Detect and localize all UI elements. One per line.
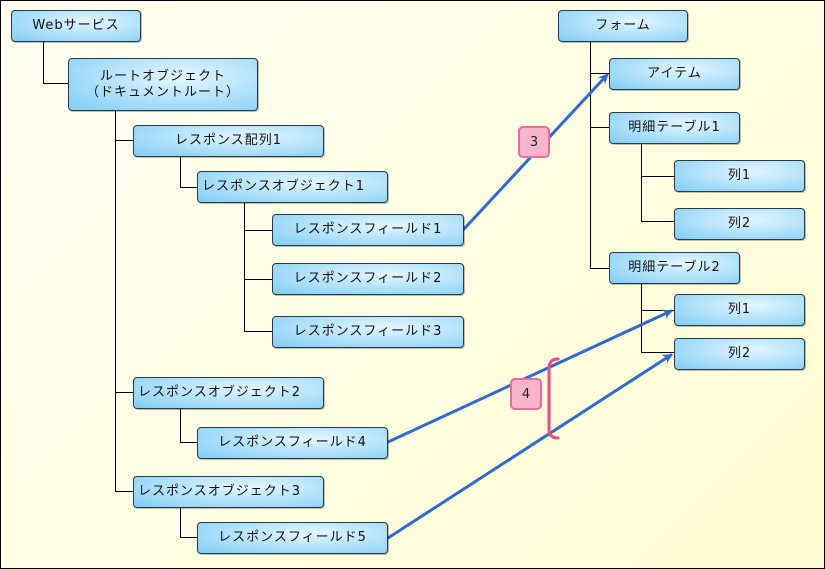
mapping-arrow-field4-to-table2-col1 bbox=[386, 309, 673, 444]
mapping-arrow-field5-to-table2-col2 bbox=[386, 353, 673, 540]
node-detail-table-2: 明細テーブル2 bbox=[609, 252, 740, 284]
connector-form-to-children bbox=[590, 41, 609, 269]
connector-array1-to-obj1 bbox=[180, 156, 197, 188]
node-web-service: Webサービス bbox=[11, 10, 141, 42]
node-response-field-2: レスポンスフィールド2 bbox=[272, 263, 464, 295]
node-table2-column-1: 列1 bbox=[674, 294, 805, 326]
node-response-field-1: レスポンスフィールド1 bbox=[272, 214, 464, 246]
connector-obj3-to-field5 bbox=[180, 507, 197, 538]
connector-obj1-to-fields bbox=[244, 202, 272, 332]
node-response-object-3: レスポンスオブジェクト3 bbox=[133, 476, 324, 508]
connector-obj2-to-field4 bbox=[180, 408, 197, 443]
node-root-object: ルートオブジェクト （ドキュメントルート） bbox=[68, 58, 258, 111]
connector-table1-to-cols bbox=[641, 143, 674, 222]
node-response-object-1: レスポンスオブジェクト1 bbox=[197, 171, 388, 203]
node-response-field-5: レスポンスフィールド5 bbox=[197, 522, 388, 554]
connector-web-to-root bbox=[43, 41, 68, 84]
node-table2-column-2: 列2 bbox=[674, 338, 805, 370]
mapping-badge-3: 3 bbox=[518, 126, 550, 158]
node-table1-column-1: 列1 bbox=[674, 160, 805, 192]
node-item: アイテム bbox=[609, 58, 740, 90]
connector-table2-to-cols bbox=[641, 284, 674, 353]
node-response-field-4: レスポンスフィールド4 bbox=[197, 427, 388, 459]
node-detail-table-1: 明細テーブル1 bbox=[609, 112, 740, 144]
bracket-mapping-group-4 bbox=[547, 357, 560, 440]
node-table1-column-2: 列2 bbox=[674, 208, 805, 240]
connector-root-to-children bbox=[115, 111, 133, 492]
node-response-array-1: レスポンス配列1 bbox=[133, 125, 324, 157]
node-response-field-3: レスポンスフィールド3 bbox=[272, 316, 464, 348]
node-form: フォーム bbox=[558, 10, 688, 42]
mapping-badge-4: 4 bbox=[510, 378, 542, 410]
node-response-object-2: レスポンスオブジェクト2 bbox=[133, 377, 324, 409]
